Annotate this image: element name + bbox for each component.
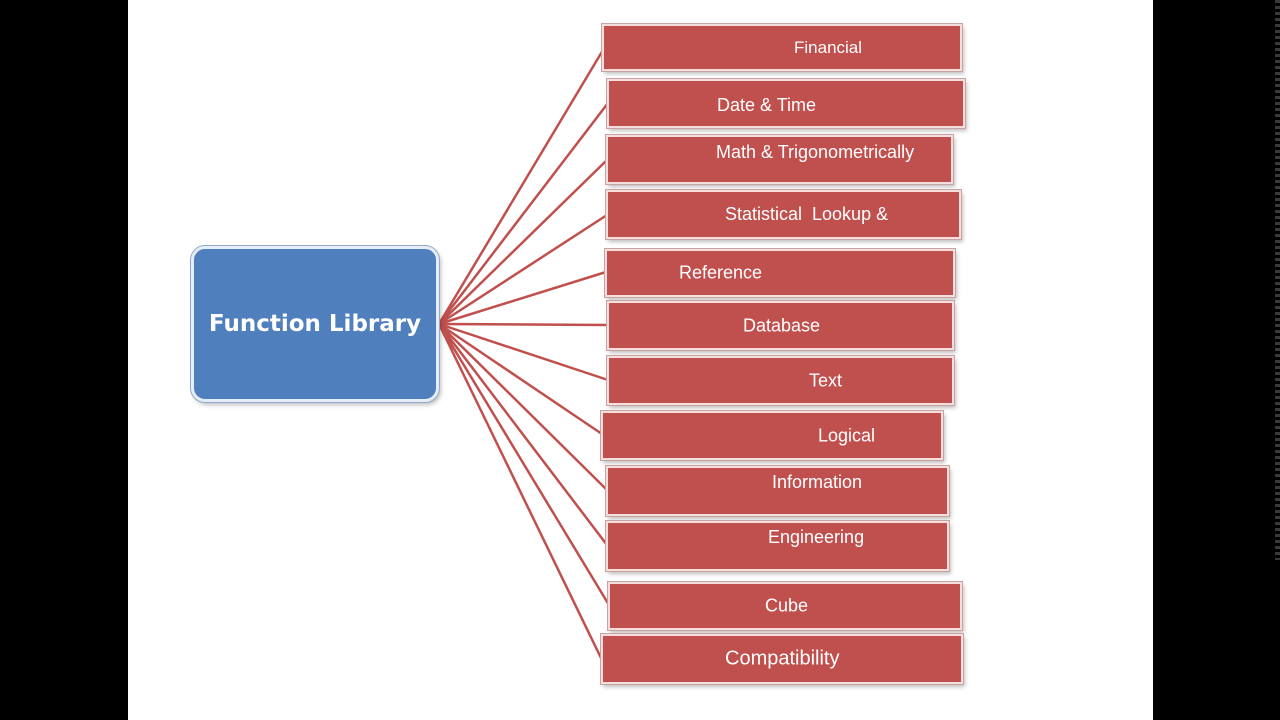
function-library-label: Function Library — [208, 311, 422, 337]
category-label: Reference — [679, 262, 763, 283]
category-label: Financial — [794, 37, 863, 57]
category-label: Statistical Lookup & — [725, 204, 889, 224]
category-label: Compatibility — [725, 647, 840, 670]
category-reference: Reference — [605, 249, 955, 297]
category-financial: Financial — [602, 24, 962, 71]
edge-artifact — [1275, 0, 1280, 560]
category-information: Information — [606, 466, 949, 516]
category-date-time: Date & Time — [607, 79, 965, 128]
category-label: Information — [772, 472, 863, 492]
category-label: Text — [809, 370, 843, 390]
category-database: Database — [607, 301, 954, 350]
category-compatibility: Compatibility — [601, 634, 963, 684]
category-text: Text — [607, 356, 954, 405]
category-engineering: Engineering — [606, 521, 949, 571]
category-label: Database — [743, 315, 821, 335]
category-cube: Cube — [608, 582, 962, 630]
category-math-trig: Math & Trigonometrically — [606, 135, 953, 184]
function-library-box: Function Library — [191, 246, 439, 402]
category-label: Cube — [765, 595, 809, 616]
category-logical: Logical — [601, 411, 943, 460]
category-statistical: Statistical Lookup & — [606, 190, 961, 239]
category-label: Logical — [818, 425, 876, 445]
category-label: Date & Time — [717, 95, 817, 115]
category-label: Engineering — [768, 527, 865, 547]
category-label: Math & Trigonometrically — [716, 142, 915, 162]
